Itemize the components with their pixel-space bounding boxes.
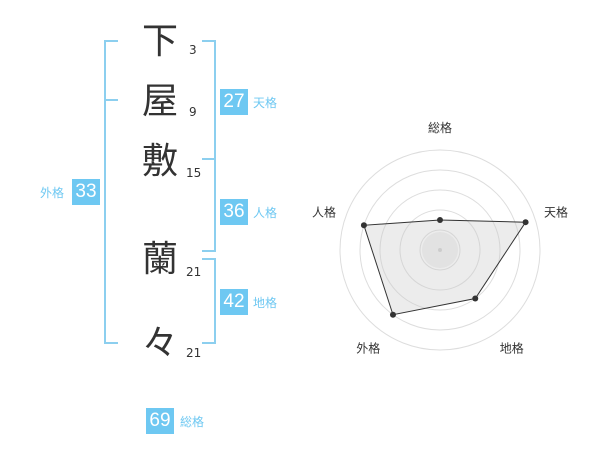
- name-char-2: 屋: [141, 81, 178, 122]
- jinkaku-label: 人格: [253, 206, 278, 220]
- radar-center-dot: [438, 248, 442, 252]
- radar-axis-label-3: 地格: [500, 341, 524, 356]
- jinkaku-score: 36: [220, 199, 248, 225]
- radar-ring-1: [419, 229, 461, 271]
- radar-point-4: [389, 311, 396, 318]
- soukaku-label: 総格: [180, 415, 205, 429]
- radar-series-area: [363, 219, 527, 316]
- radar-ring-5: [339, 149, 541, 351]
- gaikaku-score: 33: [72, 179, 100, 205]
- radar-point-3: [472, 295, 479, 302]
- stroke-count-4: 21: [186, 265, 202, 279]
- name-char-1: 下: [141, 21, 178, 62]
- radar-point-5: [360, 222, 367, 229]
- jinkaku-bracket: [202, 158, 216, 252]
- stroke-count-2: 9: [189, 105, 197, 119]
- chikaku-score: 42: [220, 289, 248, 315]
- radar-point-1: [437, 217, 443, 223]
- chikaku-label: 地格: [253, 296, 278, 310]
- name-char-5: 々: [141, 323, 178, 364]
- soukaku-score: 69: [146, 408, 174, 434]
- tenkaku-bracket: [202, 40, 216, 160]
- radar-axis-label-5: 人格: [312, 204, 336, 219]
- radar-point-2: [522, 219, 529, 226]
- name-char-3: 敷: [141, 141, 178, 182]
- radar-ring-3: [379, 189, 501, 311]
- gaikaku-label: 外格: [40, 186, 65, 200]
- gaikaku-bracket: [104, 40, 118, 344]
- gaikaku-bracket-tick: [104, 99, 118, 101]
- radar-ring-4: [359, 169, 521, 331]
- stroke-count-1: 3: [189, 43, 197, 57]
- tenkaku-label: 天格: [253, 96, 278, 110]
- chikaku-bracket: [202, 258, 216, 344]
- radar-axis-label-2: 天格: [544, 204, 568, 219]
- stroke-count-5: 21: [186, 346, 202, 360]
- tenkaku-score: 27: [220, 89, 248, 115]
- stroke-count-3: 15: [186, 166, 202, 180]
- radar-axis-label-1: 総格: [428, 120, 452, 135]
- name-char-4: 蘭: [141, 239, 178, 280]
- radar-axis-label-4: 外格: [356, 341, 380, 356]
- radar-ring-2: [399, 209, 481, 291]
